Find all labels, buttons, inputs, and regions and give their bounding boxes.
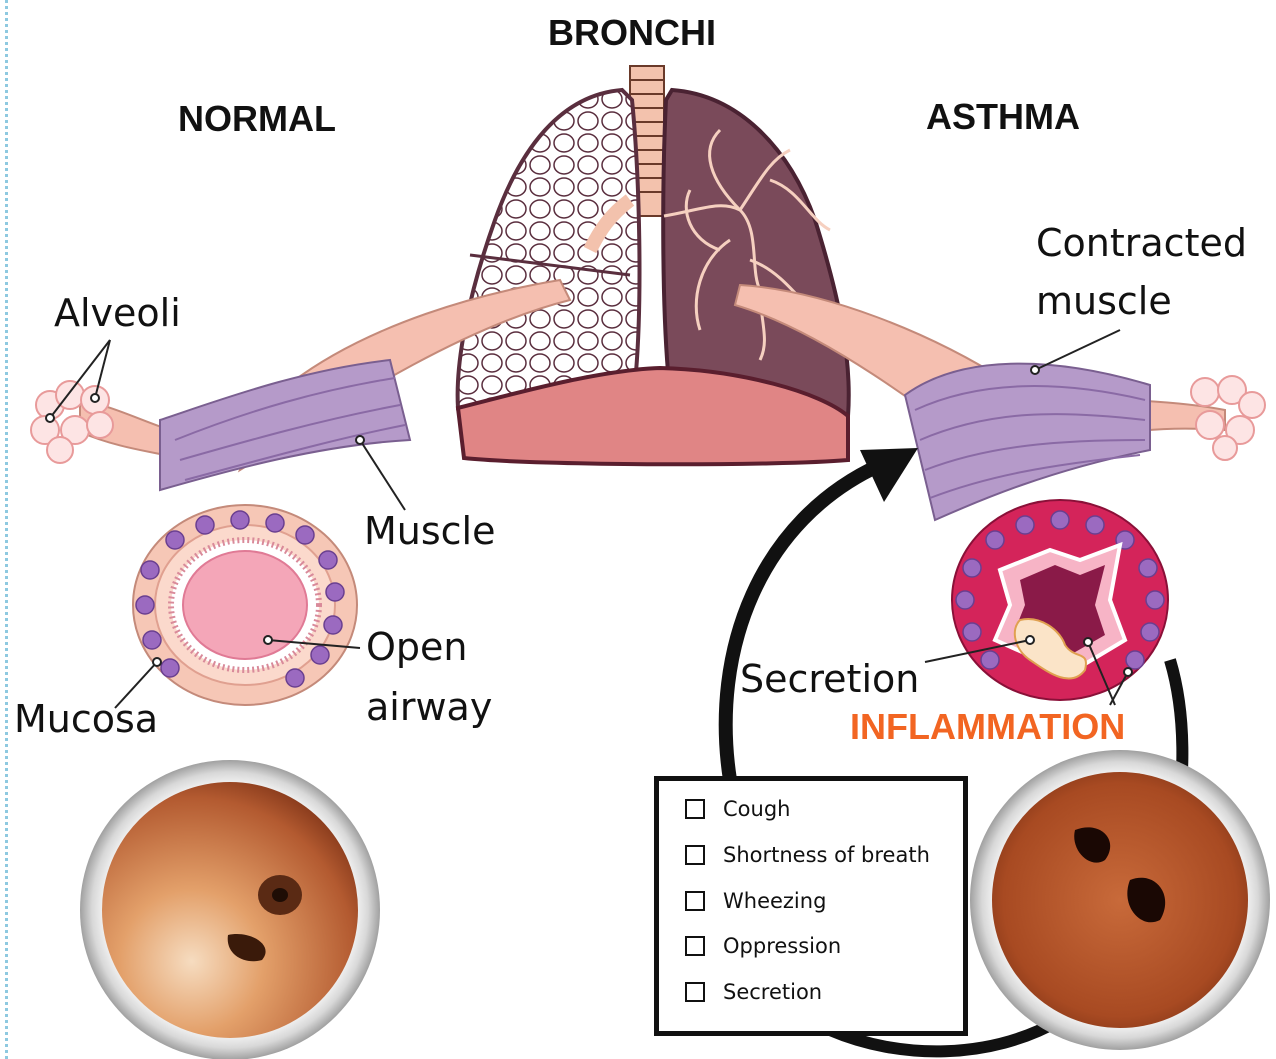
alveoli-cluster [31, 381, 113, 463]
bronchoscopy-asthma [970, 750, 1270, 1050]
secretion-label: Secretion [740, 656, 919, 702]
symptom-item[interactable]: Shortness of breath [685, 841, 930, 869]
mucosa-label: Mucosa [14, 696, 158, 742]
alveoli-cluster-right [1191, 376, 1265, 460]
checkbox-icon[interactable] [685, 891, 705, 911]
open-airway-label-line1: Open [366, 624, 468, 670]
bronchi-title: BRONCHI [548, 12, 716, 54]
bronchoscopy-normal [80, 760, 380, 1059]
normal-title: NORMAL [178, 98, 336, 140]
symptom-label: Secretion [723, 980, 822, 1004]
symptom-item[interactable]: Wheezing [685, 887, 826, 915]
lungs-illustration [458, 66, 849, 464]
inflammation-label: INFLAMMATION [850, 706, 1125, 748]
contracted-muscle-label-line1: Contracted [1036, 220, 1247, 266]
right-lung [663, 90, 849, 416]
symptom-item[interactable]: Oppression [685, 932, 841, 960]
symptom-checklist: Cough Shortness of breath Wheezing Oppre… [654, 776, 968, 1036]
contracted-muscle-label-line2: muscle [1036, 278, 1172, 324]
left-lung [458, 90, 640, 408]
symptom-item[interactable]: Cough [685, 795, 790, 823]
symptom-label: Wheezing [723, 889, 826, 913]
checkbox-icon[interactable] [685, 845, 705, 865]
checkbox-icon[interactable] [685, 982, 705, 1002]
muscle-label: Muscle [364, 508, 496, 554]
symptom-label: Shortness of breath [723, 843, 930, 867]
checkbox-icon[interactable] [685, 936, 705, 956]
alveoli-label: Alveoli [54, 290, 181, 336]
symptom-label: Oppression [723, 934, 841, 958]
symptom-label: Cough [723, 797, 790, 821]
checkbox-icon[interactable] [685, 799, 705, 819]
open-airway-label-line2: airway [366, 684, 492, 730]
asthma-title: ASTHMA [926, 96, 1080, 138]
symptom-item[interactable]: Secretion [685, 978, 822, 1006]
